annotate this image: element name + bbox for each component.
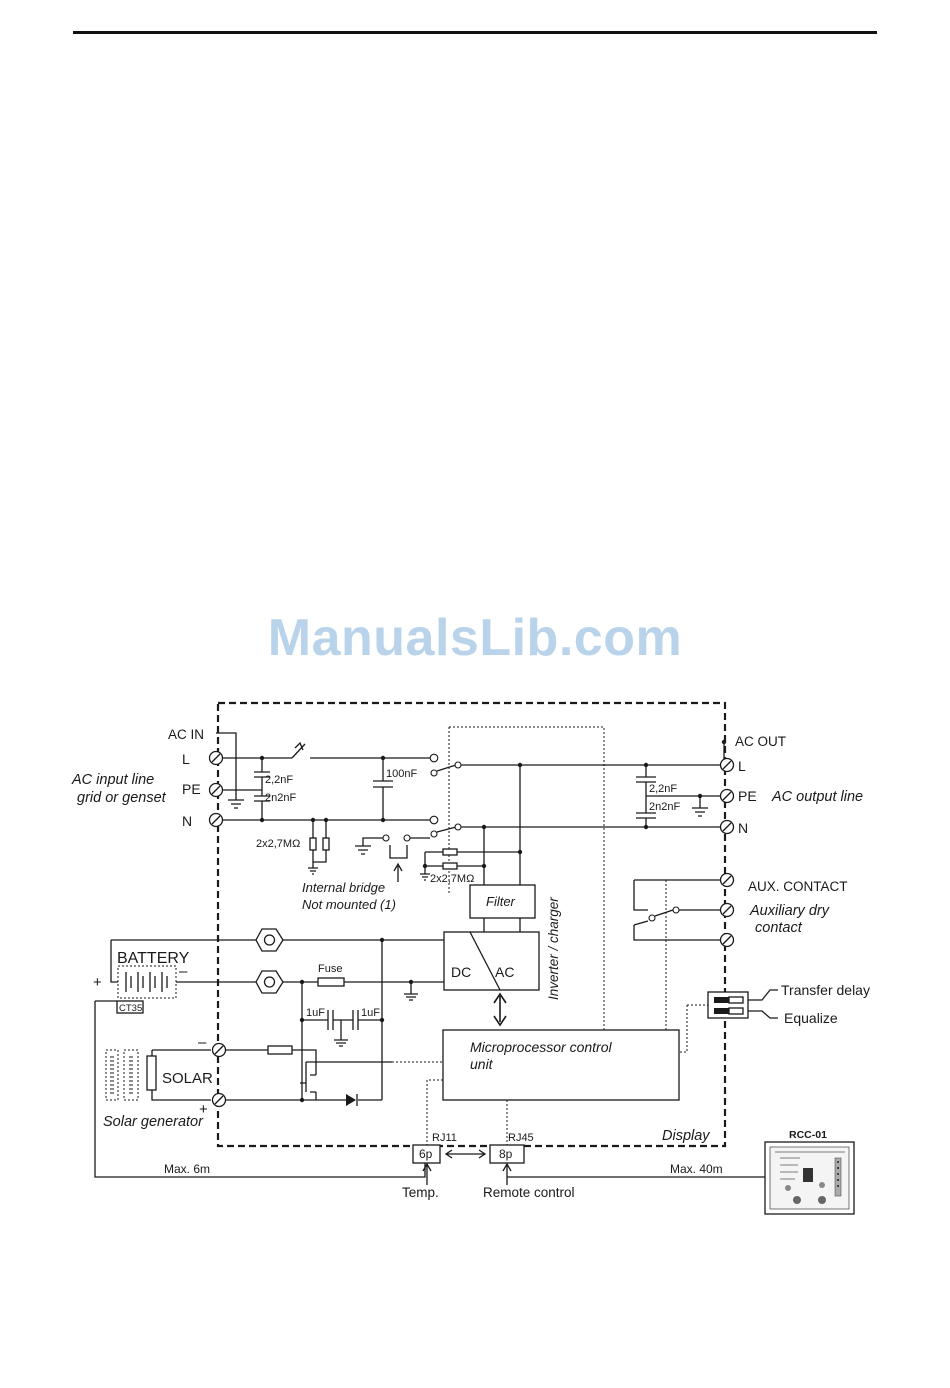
ac-out-section: AC OUT L PE N AC output line 2,2nF 2n2nF [636,734,863,836]
power-stage: Filter DC AC Inverter / charger [443,884,561,1027]
dc-section: Fuse BATTERY + – CT35 1uF 1uF [93,928,444,1100]
rj45-label: RJ45 [508,1132,534,1144]
ports-section: 6p RJ11 8p RJ45 Max. 6m Max. 40m Temp. R… [94,1000,765,1200]
res-in-label: 2x2,7MΩ [256,838,300,850]
ac-out-terminal-pe: PE [738,788,757,804]
ct35-label: CT35 [119,1003,142,1014]
inverter-label: Inverter / charger [546,897,561,1000]
ac-out-title: AC OUT [735,734,786,749]
solar-label: SOLAR [162,1070,213,1087]
aux-desc-1: Auxiliary dry [749,903,830,919]
battery-label: BATTERY [117,950,190,967]
top-rule [73,31,877,34]
inverter-box [443,931,540,991]
filter-label: Filter [486,894,516,909]
micro-label-2: unit [470,1056,494,1072]
aux-contact-section: AUX. CONTACT Auxiliary dry contact [633,879,848,941]
enclosure-outline [216,701,727,1148]
battery-minus: – [179,963,188,980]
micro-label-1: Microprocessor control [470,1039,612,1055]
aux-desc-2: contact [755,920,803,936]
rj11-port [412,1144,441,1164]
internal-divider [448,726,605,1030]
cap-1uf-a-label: 1uF [306,1007,325,1019]
cap-1uf-b-label: 1uF [361,1007,380,1019]
display-label: Display [662,1128,710,1144]
terminals [208,750,735,1108]
dip-transfer-delay: Transfer delay [781,982,870,998]
internal-bridge-1: Internal bridge [302,880,385,895]
ac-out-terminal-l: L [738,758,746,774]
mid-resistors: 2x2,7MΩ [420,762,523,885]
rj45-pins: 8p [499,1147,513,1161]
micro-section: Microprocessor control unit Display [426,1029,710,1147]
max-left: Max. 6m [164,1162,210,1176]
solar-section: SOLAR – + Solar generator [103,1034,443,1130]
solar-plus: + [199,1101,208,1118]
battery-plus: + [93,974,102,991]
micro-box [442,1029,680,1101]
cap-in-1-label: 2,2nF [265,774,293,786]
solar-caption: Solar generator [103,1114,204,1130]
ac-out-desc: AC output line [771,789,863,805]
rcc-title: RCC-01 [789,1129,827,1141]
dip-switches: Transfer delay Equalize [665,880,870,1053]
internal-bridge-2: Not mounted (1) [302,897,396,912]
cap-100n-label: 100nF [386,768,417,780]
temp-label: Temp. [402,1185,439,1200]
rcc-remote: RCC-01 [764,1129,855,1215]
ac-in-title: AC IN [168,727,204,742]
ac-in-desc-2: grid or genset [77,790,167,806]
aux-title: AUX. CONTACT [748,879,848,894]
remote-label: Remote control [483,1185,575,1200]
fuse-label: Fuse [318,963,342,975]
cap-out-2-label: 2n2nF [649,801,680,813]
cap-in-2-label: 2n2nF [265,792,296,804]
solar-minus: – [198,1034,207,1051]
dc-label: DC [451,964,471,980]
fuse-box [317,977,345,987]
ac-in-terminal-n: N [182,813,192,829]
ac-in-section: AC IN L PE N AC input line grid or gense… [71,727,722,912]
rj11-pins: 6p [419,1147,433,1161]
ac-label: AC [495,964,514,980]
rj11-label: RJ11 [432,1132,457,1144]
ac-out-terminal-n: N [738,820,748,836]
ac-in-desc-1: AC input line [71,772,154,788]
ac-in-terminal-pe: PE [182,781,201,797]
filter-box [469,884,536,919]
res-mid-label: 2x2,7MΩ [430,873,474,885]
dip-equalize: Equalize [784,1010,838,1026]
ct35-sensor [116,1000,144,1014]
watermark: ManualsLib.com [267,609,683,667]
ac-in-terminal-l: L [182,751,190,767]
cap-out-1-label: 2,2nF [649,783,677,795]
max-right: Max. 40m [670,1162,723,1176]
